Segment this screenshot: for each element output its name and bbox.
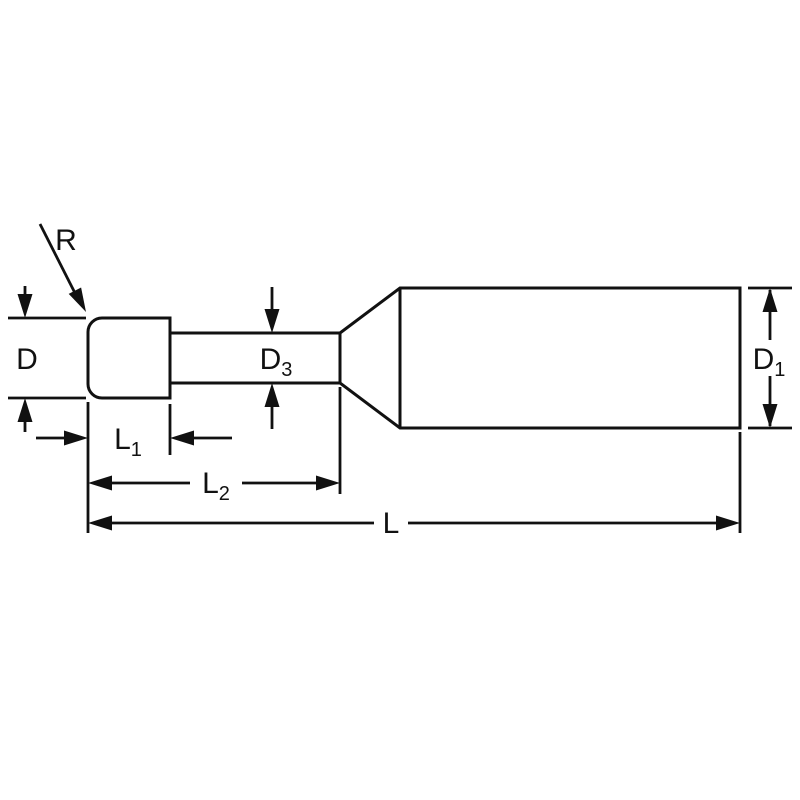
overall-length-label: L [383,507,400,540]
dimension-corner-radius: R [38,223,86,312]
arrowhead-up-icon [264,383,280,407]
dimension-shank-diameter: D1 [748,286,792,430]
cutting-length-label: L1 [114,423,142,461]
radius-label: R [55,224,77,257]
dimension-neck-diameter: D3 [260,287,293,429]
shank-diameter-label: D1 [753,343,786,381]
dimension-cutting-diameter: D [8,286,86,432]
reach-length-label: L2 [202,467,230,505]
arrowhead-left-icon [88,475,112,491]
cutting-diameter-label: D [16,343,38,376]
arrowhead-down-icon [762,404,778,428]
arrowhead-left-icon [170,430,194,446]
extension-lines [86,387,742,533]
cutting-head [86,316,172,400]
arrowhead-down-icon [264,309,280,333]
dimension-cutting-length: L1 [36,423,232,461]
radius-arrowhead-icon [68,287,86,312]
arrowhead-right-icon [316,475,340,491]
arrowhead-up-icon [762,288,778,312]
arrowhead-right-icon [64,430,88,446]
neck-diameter-label: D3 [260,343,293,381]
arrowhead-left-icon [88,515,112,531]
arrowhead-right-icon [716,515,740,531]
radius-leader-line [38,223,80,300]
tool-neck [168,331,342,385]
dimension-overall-length: L [88,507,740,540]
dimension-reach-length: L2 [88,467,340,505]
arrowhead-up-icon [17,398,33,422]
arrowhead-down-icon [17,294,33,318]
tool-body [86,286,742,430]
